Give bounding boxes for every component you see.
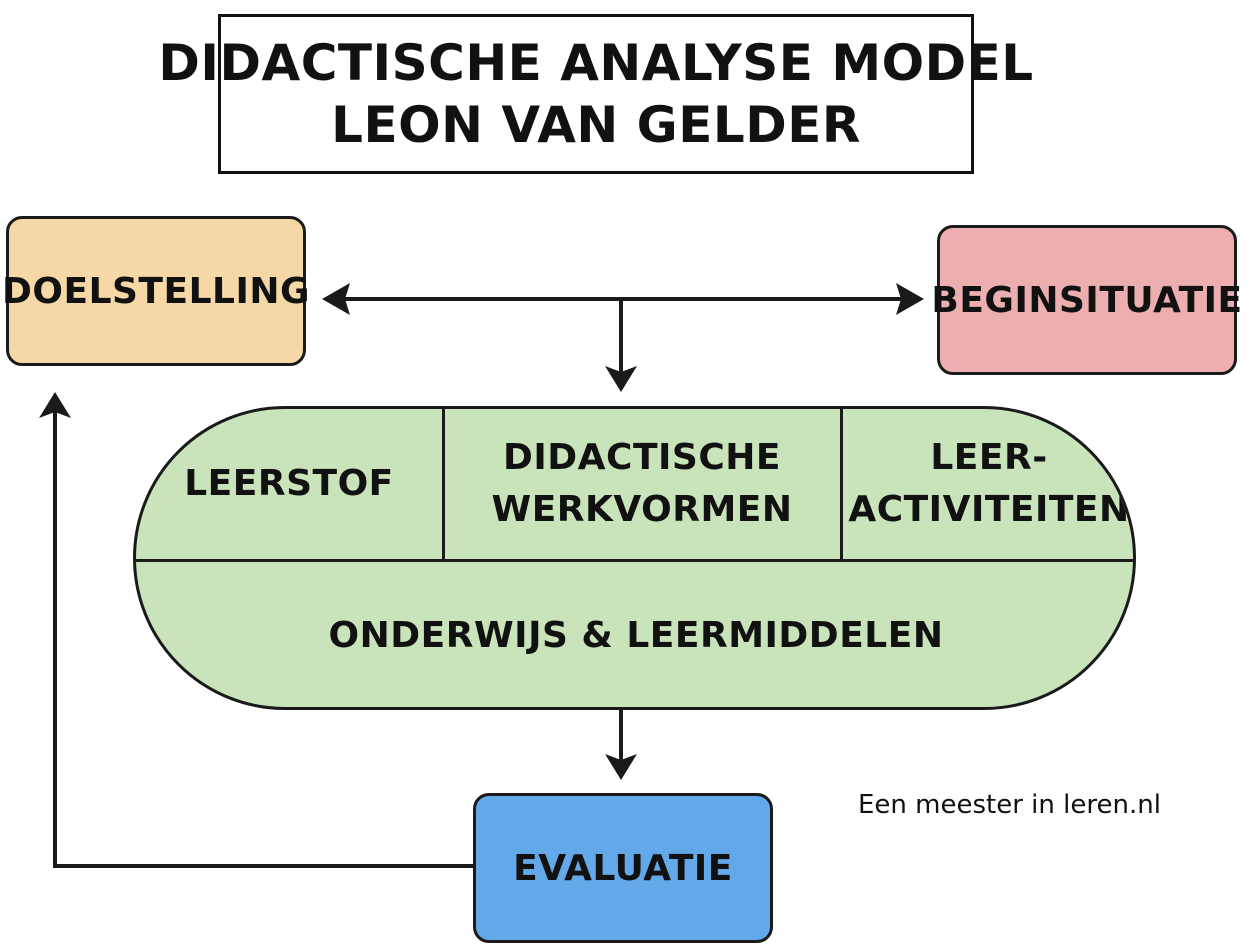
pill-divider-2	[840, 409, 843, 561]
beginsituatie-box: BEGINSITUATIE	[931, 225, 1242, 375]
werkvormen-label-line-2: WERKVORMEN	[491, 489, 793, 530]
leerstof-cell: LEERSTOF	[136, 409, 442, 559]
beginsituatie-label: BEGINSITUATIE	[931, 279, 1243, 321]
werkvormen-cell: DIDACTISCHE WERKVORMEN	[444, 409, 840, 559]
title-line-1: DIDACTISCHE ANALYSE MODEL	[158, 34, 1034, 92]
doelstelling-label: DOELSTELLING	[1, 270, 311, 312]
arrowhead-down-center	[605, 366, 637, 392]
leeractiviteiten-cell: LEER- ACTIVITEITEN	[842, 409, 1133, 559]
doelstelling-box: DOELSTELLING	[2, 216, 310, 366]
leermiddelen-cell: ONDERWIJS & LEERMIDDELEN	[136, 561, 1133, 707]
activiteiten-label-line-2: ACTIVITEITEN	[848, 489, 1130, 530]
didactic-core-pill: LEERSTOF DIDACTISCHE WERKVORMEN LEER- AC…	[133, 406, 1136, 710]
feedback-loop-line	[53, 408, 475, 868]
title-line-2: LEON VAN GELDER	[331, 96, 861, 154]
activiteiten-label-line-1: LEER-	[930, 437, 1048, 478]
evaluatie-box: EVALUATIE	[473, 793, 773, 943]
arrowhead-left	[322, 283, 350, 315]
title-box: DIDACTISCHE ANALYSE MODEL LEON VAN GELDE…	[158, 14, 1033, 174]
pill-divider-horizontal	[136, 559, 1133, 562]
middelen-label: ONDERWIJS & LEERMIDDELEN	[328, 615, 944, 656]
evaluatie-label: EVALUATIE	[513, 847, 733, 889]
arrowhead-up-doelstelling	[39, 392, 71, 418]
arrowhead-down-evaluatie	[605, 754, 637, 780]
pill-divider-1	[442, 409, 445, 561]
werkvormen-label-line-1: DIDACTISCHE	[503, 437, 781, 478]
arrowhead-right	[896, 283, 924, 315]
credit-text: Een meester in leren.nl	[858, 790, 1161, 820]
leerstof-label: LEERSTOF	[184, 463, 394, 504]
